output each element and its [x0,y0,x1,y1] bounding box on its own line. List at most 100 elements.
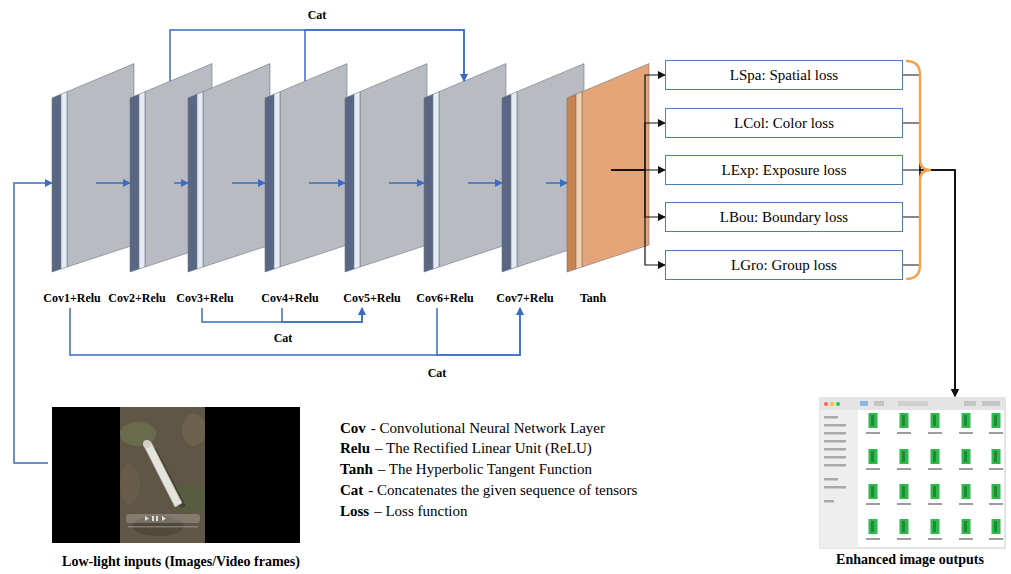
layer-label: Cov3+Relu [176,291,234,308]
slab-face [439,64,506,267]
layer-label: Cov2+Relu [108,291,166,308]
slab-face [145,64,212,267]
abbreviation-meaning: - Concatenates the given sequence of ten… [368,482,637,498]
sidebar-item [824,432,846,435]
slab-edge [502,94,511,272]
image-thumbnail [866,413,880,434]
connector-arrow [611,170,665,265]
connector-arrow [282,308,362,322]
layer-slab [567,60,657,300]
concat-label: Cat [306,8,329,22]
close-dot [824,402,828,406]
finder-window [814,396,1006,550]
pole-cap [143,440,151,448]
connector-arrow [611,75,665,170]
aerial-photo [120,407,205,543]
slab-highlight [139,92,145,269]
abbreviation-row: Tanh– The Hyperbolic Tangent Function [340,460,592,478]
connector-arrow [174,182,188,184]
image-thumbnail [897,519,911,540]
layer-slab [52,60,142,300]
image-thumbnail [866,519,880,540]
loss-name: LBou: Boundary loss [720,209,848,226]
connector-arrow [611,123,665,170]
sidebar [820,410,858,548]
connector-arrow [232,182,265,184]
sidebar-item [824,500,834,503]
soil-patch [132,516,184,536]
image-thumbnail [866,449,880,470]
slab-highlight [274,92,280,269]
connector-arrow [389,182,424,184]
edge-label-anchor: Cat [306,5,329,23]
pole-shadow [151,448,186,508]
slab-highlight [433,92,439,269]
layer-label: Cov1+Relu [43,291,101,308]
low-light-frame [48,404,314,546]
conv-layer: Cov2+Relu [130,81,174,308]
slab-highlight [511,92,517,269]
image-thumbnail [897,413,911,434]
connector-arrow [437,308,520,355]
abbreviation-meaning: – Loss function [374,503,467,519]
connector-arrow [611,170,665,217]
slab-highlight [576,92,582,269]
conv-layer: Cov7+Relu [502,81,546,308]
connector-arrow [305,30,464,81]
layer-slab [424,60,514,300]
minimize-dot [830,402,834,406]
image-caption: Enhanced image outputs [836,551,984,568]
edge-label-anchor: Cat [426,363,449,381]
image-thumbnail [989,519,1003,540]
slab-edge [188,94,197,272]
slab-face [280,64,347,267]
image-thumbnail [989,413,1003,434]
grass-patch [170,485,205,513]
slab-edge [345,94,354,272]
layer-label: Cov7+Relu [496,291,554,308]
slab-highlight [197,92,203,269]
conv-layer: Cov3+Relu [188,81,232,308]
loss-box: LCol: Color loss [665,108,903,138]
abbreviation-meaning: – The Hyperbolic Tangent Function [378,461,592,477]
ground [120,407,205,543]
sidebar-item [824,448,846,451]
image-thumbnail [897,484,911,505]
pole [144,442,182,507]
loss-box: LBou: Boundary loss [665,202,903,232]
video-frame [52,407,300,543]
abbreviation: Cat [340,482,363,498]
connector-arrow [546,182,567,184]
conv-layer: Cov5+Relu [345,81,389,308]
sidebar-item [824,478,838,481]
slab-edge [130,94,139,272]
abbreviation-row: Cov- Convolutional Neural Network Layer [340,419,605,437]
player-controls [126,514,200,523]
edge-label-anchor: Cat [272,328,295,346]
sidebar-item [824,486,846,489]
conv-layer: Cov4+Relu [265,81,309,308]
conv-layer: Cov6+Relu [424,81,468,308]
slab-edge [424,94,433,272]
pause-icon [156,516,158,521]
image-thumbnail [897,449,911,470]
loss-name: LGro: Group loss [731,257,837,274]
concat-label: Cat [426,366,449,380]
slab-edge [567,94,576,272]
connector-arrow [70,308,520,355]
image-caption: Low-light inputs (Images/Video frames) [62,553,300,570]
slab-face [517,64,584,267]
loss-name: LExp: Exposure loss [722,162,847,179]
image-thumbnail [989,449,1003,470]
image-thumbnail [866,484,880,505]
sidebar-item [824,464,846,467]
toolbar-icon [964,401,976,406]
conv-layer: Cov1+Relu [52,81,96,308]
connector-arrow [903,170,955,396]
input-image: Low-light inputs (Images/Video frames) [48,404,314,570]
sidebar-item [824,416,838,419]
title-bar [820,398,1005,410]
layer-label: Cov4+Relu [261,291,319,308]
loss-bracket [906,61,931,279]
